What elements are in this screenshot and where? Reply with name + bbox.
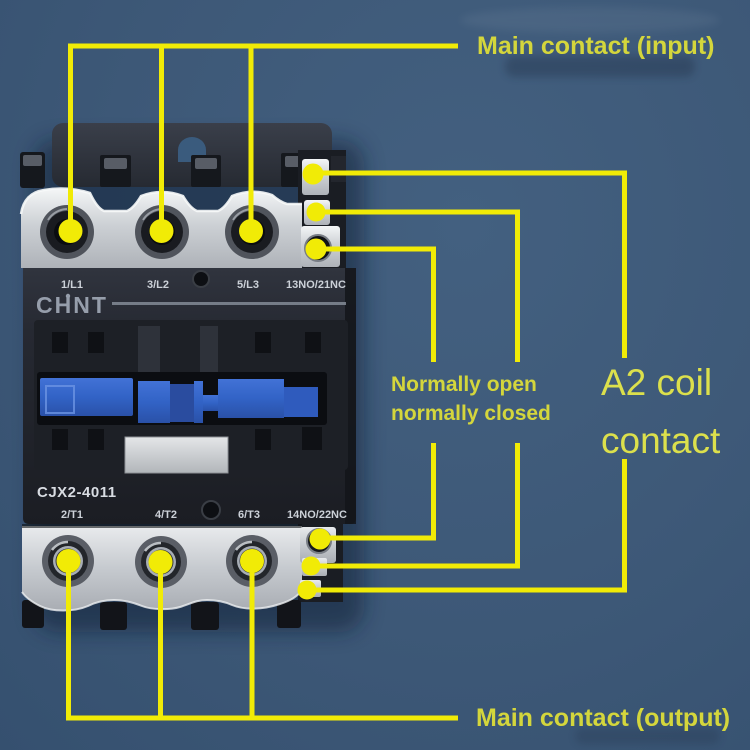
mounting-feet [22, 600, 301, 630]
terminal-dot-4t2 [148, 550, 173, 574]
brand-divider-line [112, 302, 346, 305]
terminal-dot-6t3 [240, 549, 264, 573]
annotations: Main contact (input) A2 coil contact Nor… [56, 32, 730, 732]
annotation-main-output-line-3 [66, 561, 458, 721]
molding-tab-right [200, 326, 218, 378]
terminal-dot-5l3 [239, 219, 263, 243]
terminal-label-2t1: 2/T1 [61, 509, 83, 521]
annotation-aux-line-bottom-1 [321, 443, 436, 541]
contactor-device: 1/L1 3/L2 5/L3 13NO/21NC CHNT [19, 123, 356, 630]
label-main-contact-input: Main contact (input) [477, 32, 714, 60]
terminal-label-14no22nc: 14NO/22NC [287, 509, 347, 521]
terminal-label-4t2: 4/T2 [155, 509, 177, 521]
molding-tab-left [138, 326, 160, 378]
model-number: CJX2-4011 [37, 484, 117, 501]
label-normally-open: Normally open [391, 373, 537, 396]
terminal-dot-14no [309, 528, 331, 550]
label-main-contact-output: Main contact (output) [476, 704, 730, 732]
bottom-strip-shadow [22, 524, 302, 528]
nameplate [124, 436, 229, 474]
terminal-label-1l1: 1/L1 [61, 279, 83, 291]
terminal-dot-22nc [301, 556, 321, 576]
terminal-label-6t3: 6/T3 [238, 509, 260, 521]
label-a2-coil-line2: contact [601, 420, 721, 461]
molding-details [52, 332, 322, 450]
terminal-dot-1l1 [58, 219, 83, 243]
case-screw-top [192, 270, 210, 288]
annotation-main-input-line [68, 43, 458, 231]
terminal-dot-coil-a2 [297, 580, 317, 600]
aux-housing-step [331, 156, 346, 182]
terminal-dot-3l2 [149, 219, 174, 243]
top-terminal-labels: 1/L1 3/L2 5/L3 13NO/21NC [61, 270, 346, 291]
mechanism-slider [37, 372, 327, 425]
terminal-dot-21nc [305, 238, 327, 260]
brand-logo-dot [65, 293, 71, 299]
label-normally-closed: normally closed [391, 402, 551, 425]
annotation-aux-line-top-2 [316, 246, 436, 362]
bottom-terminal-labels: 2/T1 4/T2 6/T3 14NO/22NC [61, 500, 347, 521]
body-right-edge [345, 268, 356, 524]
annotation-aux-line-top-1 [316, 209, 520, 362]
terminal-label-5l3: 5/L3 [237, 279, 259, 291]
terminal-dot-coil-a1 [302, 163, 324, 185]
terminal-dot-2t1 [56, 549, 81, 573]
annotation-coil-line-bottom [307, 459, 627, 593]
watermark-smudges [460, 7, 720, 744]
annotation-aux-line-bottom-2 [312, 443, 520, 569]
terminal-label-3l2: 3/L2 [147, 279, 169, 291]
annotation-coil-line-top [313, 170, 627, 358]
brand-logo: CHNT [36, 292, 108, 318]
terminal-label-13no21nc: 13NO/21NC [286, 279, 346, 291]
case-screw-bottom [201, 500, 221, 520]
terminal-dot-13no [306, 202, 326, 222]
label-a2-coil-line1: A2 coil [601, 362, 712, 403]
